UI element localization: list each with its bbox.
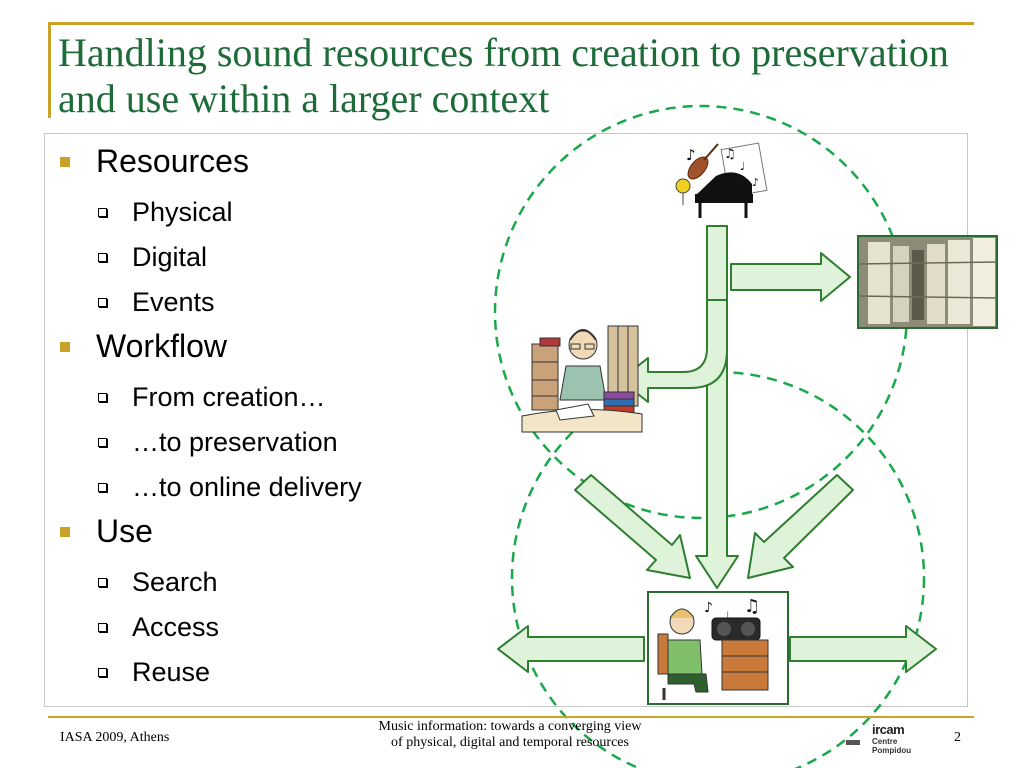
tape-archive-shelves-icon: [857, 235, 998, 329]
curved-arrow-to-librarian: [619, 299, 728, 403]
sub-bullet-label: Reuse: [132, 657, 211, 687]
svg-text:♫: ♫: [744, 596, 760, 617]
logo-subtitle: Centre Pompidou: [872, 737, 911, 755]
sub-bullet-search: Search: [56, 560, 476, 605]
svg-text:♩: ♩: [724, 609, 730, 623]
ircam-logo: ircam Centre Pompidou: [846, 722, 914, 760]
title-frame-top: [48, 22, 974, 25]
hollow-square-bullet-icon: [98, 668, 107, 677]
footer-talk-title-line1: Music information: towards a converging …: [378, 719, 642, 734]
svg-text:♪: ♪: [704, 600, 713, 616]
sub-bullet-label: From creation…: [132, 382, 326, 412]
hollow-square-bullet-icon: [98, 438, 107, 447]
listener-with-radio-icon: ♪ ♫ ♩: [647, 591, 789, 705]
logo-subtitle-line1: Centre: [872, 737, 898, 746]
hollow-square-bullet-icon: [98, 578, 107, 587]
footer-divider: [48, 716, 974, 718]
sub-bullet-from-creation: From creation…: [56, 375, 476, 420]
hollow-square-bullet-icon: [98, 393, 107, 402]
title-frame-left: [48, 22, 51, 118]
sub-bullet-reuse: Reuse: [56, 650, 476, 695]
bullet-label: Use: [96, 513, 153, 549]
sub-bullet-events: Events: [56, 280, 476, 325]
sub-bullet-label: Physical: [132, 197, 233, 227]
sub-bullet-to-online-delivery: …to online delivery: [56, 465, 476, 510]
left-arrow-out: [497, 625, 645, 673]
right-arrow-to-archive: [730, 252, 851, 302]
content-frame: [44, 133, 968, 707]
hollow-square-bullet-icon: [98, 623, 107, 632]
bullet-list: Resources Physical Digital Events Workfl…: [56, 140, 476, 695]
bullet-workflow: Workflow: [56, 325, 476, 375]
logo-bar-icon: [846, 740, 860, 745]
hollow-square-bullet-icon: [98, 298, 107, 307]
svg-text:♪: ♪: [752, 176, 759, 189]
sub-bullet-label: …to preservation: [132, 427, 338, 457]
bullet-use: Use: [56, 510, 476, 560]
svg-text:♫: ♫: [724, 147, 736, 162]
svg-text:♩: ♩: [740, 160, 745, 173]
bullet-label: Workflow: [96, 328, 227, 364]
page-number: 2: [954, 730, 961, 745]
sub-bullet-label: Access: [132, 612, 220, 642]
right-arrow-out: [789, 625, 937, 673]
sub-bullet-label: Search: [132, 567, 218, 597]
hollow-square-bullet-icon: [98, 483, 107, 492]
sub-bullet-to-preservation: …to preservation: [56, 420, 476, 465]
footer-talk-title-line2: of physical, digital and temporal resour…: [391, 735, 629, 750]
sub-bullet-digital: Digital: [56, 235, 476, 280]
logo-wordmark: ircam: [872, 722, 905, 737]
hollow-square-bullet-icon: [98, 208, 107, 217]
diagonal-arrow-right: [747, 474, 854, 579]
sub-bullet-label: …to online delivery: [132, 472, 362, 502]
logo-subtitle-line2: Pompidou: [872, 746, 912, 755]
square-bullet-icon: [60, 527, 70, 537]
footer-talk-title: Music information: towards a converging …: [310, 719, 710, 751]
sub-bullet-label: Digital: [132, 242, 208, 272]
bullet-label: Resources: [96, 143, 249, 179]
square-bullet-icon: [60, 342, 70, 352]
sub-bullet-access: Access: [56, 605, 476, 650]
hollow-square-bullet-icon: [98, 253, 107, 262]
piano-music-instruments-icon: ♪ ♫ ♩ ♪: [675, 142, 768, 218]
footer-event: IASA 2009, Athens: [60, 730, 170, 745]
diagonal-arrow-left: [574, 474, 691, 579]
down-arrow-main: [695, 225, 739, 589]
square-bullet-icon: [60, 157, 70, 167]
sub-bullet-physical: Physical: [56, 190, 476, 235]
svg-text:♪: ♪: [686, 146, 696, 164]
librarian-at-desk-icon: [521, 325, 643, 433]
bullet-resources: Resources: [56, 140, 476, 190]
sub-bullet-label: Events: [132, 287, 215, 317]
slide-title: Handling sound resources from creation t…: [58, 30, 949, 121]
